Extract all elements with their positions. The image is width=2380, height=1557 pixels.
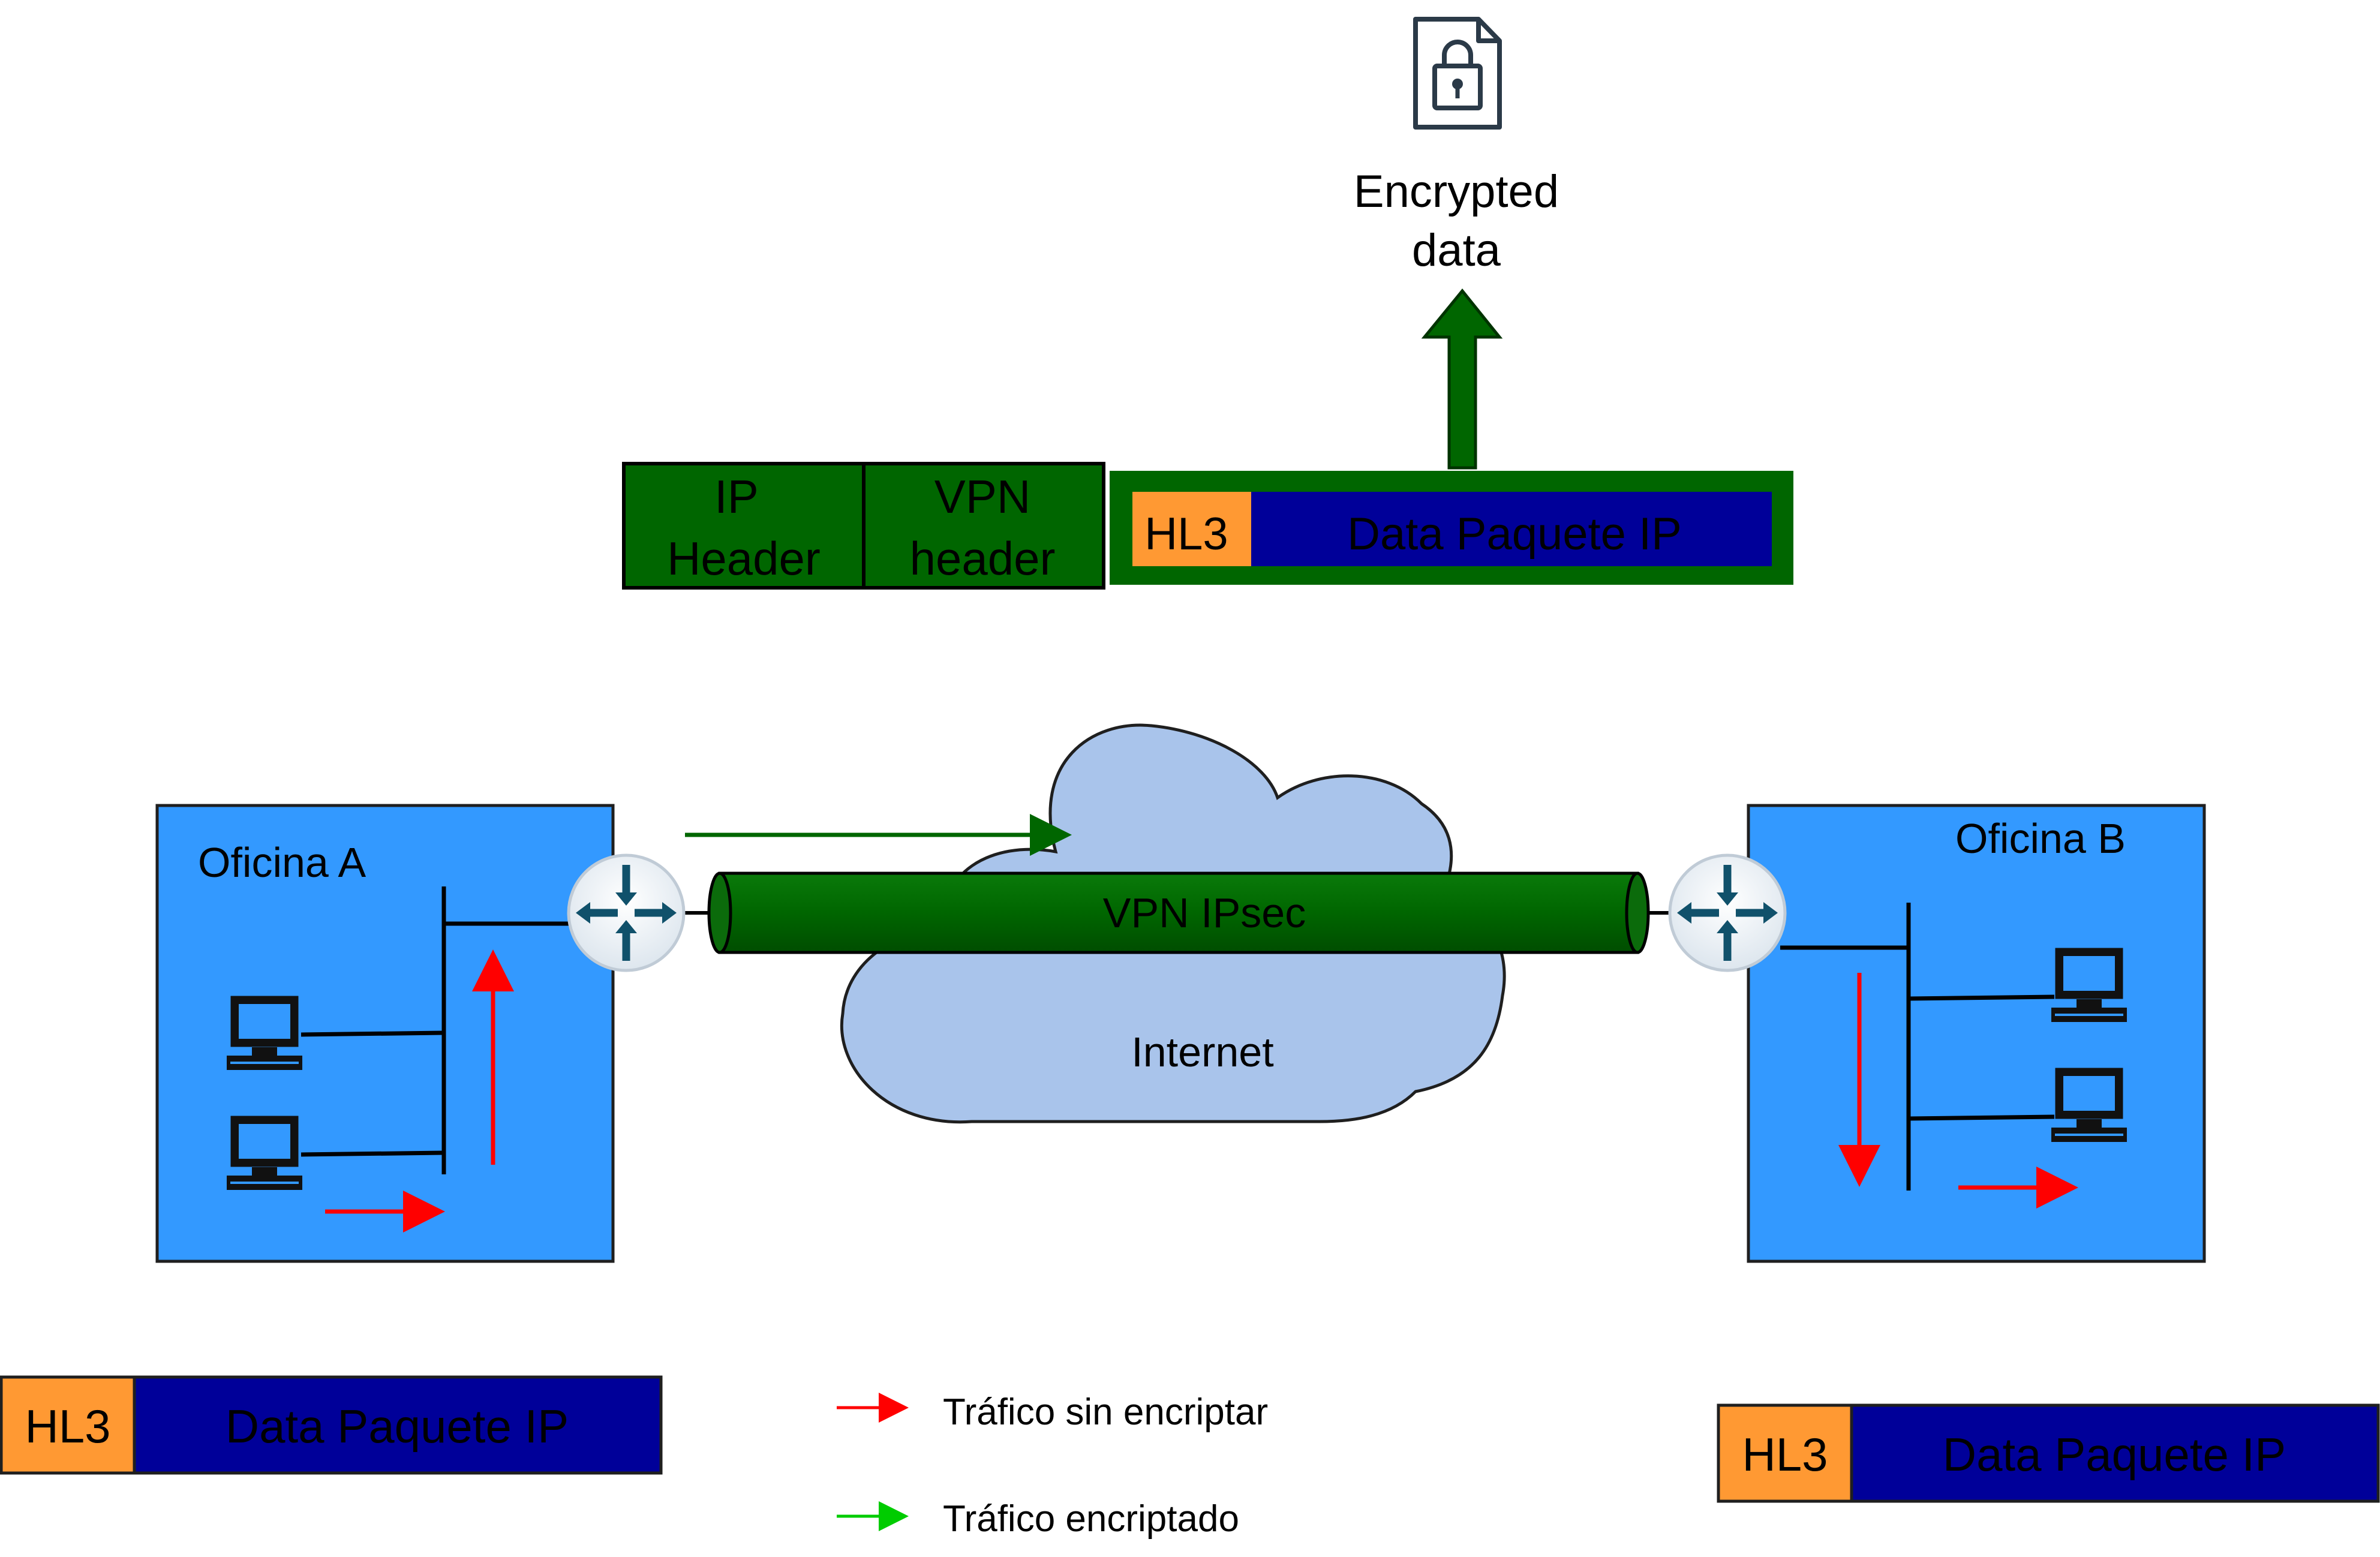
office-b-label: Oficina B — [1955, 815, 2126, 862]
internet-label: Internet — [1131, 1029, 1273, 1075]
office-b-box — [1747, 804, 2206, 1263]
packet-right-hl3: HL3 — [1742, 1428, 1828, 1481]
ip-header-box: IP Header — [622, 462, 866, 590]
encrypted-data-label-line1: Encrypted — [1354, 166, 1559, 217]
office-b-network — [1780, 903, 2055, 1191]
computer-icon — [2051, 948, 2127, 1022]
packet-left-hl3: HL3 — [25, 1400, 110, 1453]
vpn-header-line2: header — [910, 532, 1056, 585]
office-a-network — [300, 886, 569, 1174]
legend: Tráfico sin encriptar Tráfico encriptado — [837, 1391, 1268, 1540]
encrypted-data-label-line2: data — [1412, 225, 1501, 276]
vpn-header-line1: VPN — [934, 470, 1030, 523]
vpn-header-box: VPN header — [862, 462, 1105, 590]
packet-right: HL3 Data Paquete IP — [1717, 1403, 2380, 1503]
computer-icon — [227, 996, 302, 1070]
packet-left: HL3 Data Paquete IP — [0, 1375, 663, 1475]
encapsulated-packet: HL3 Data Paquete IP — [1110, 471, 1793, 585]
ip-header-line2: Header — [667, 532, 821, 585]
vpn-tunnel-label: VPN IPsec — [1103, 889, 1306, 936]
computer-icon — [2051, 1068, 2127, 1142]
legend-encrypted-label: Tráfico encriptado — [943, 1498, 1239, 1540]
router-icon — [1668, 853, 1787, 972]
computer-icon — [227, 1116, 302, 1190]
office-a-label: Oficina A — [198, 839, 366, 886]
packet-hl3-label: HL3 — [1144, 509, 1228, 560]
ip-header-line1: IP — [714, 470, 759, 523]
packet-left-data: Data Paquete IP — [226, 1400, 569, 1453]
packet-data-label: Data Paquete IP — [1347, 509, 1682, 560]
packet-right-data: Data Paquete IP — [1943, 1428, 2286, 1481]
vpn-tunnel: VPN IPsec — [707, 871, 1650, 954]
encryption-up-arrow — [1421, 288, 1503, 470]
lock-document-icon — [1413, 17, 1502, 130]
legend-unencrypted-label: Tráfico sin encriptar — [943, 1391, 1268, 1433]
router-icon — [567, 853, 686, 972]
